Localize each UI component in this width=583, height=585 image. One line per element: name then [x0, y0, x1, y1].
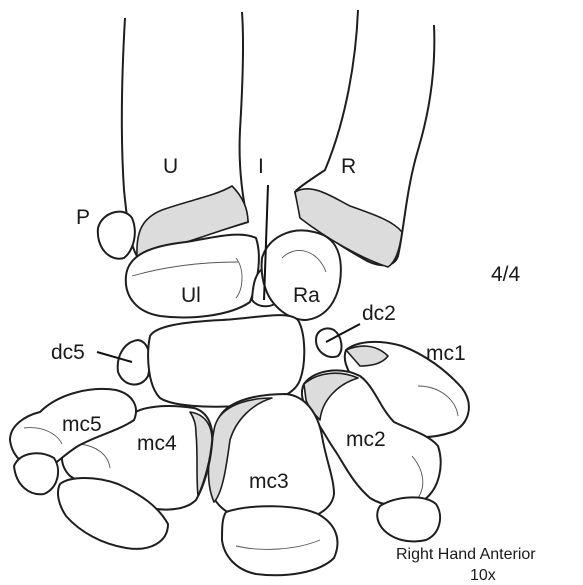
distal-carpal-2-bone	[316, 328, 341, 357]
distal-carpal-5-bone	[118, 340, 150, 385]
caption-magnification: 10x	[470, 567, 496, 584]
label-mc5: mc5	[62, 413, 102, 436]
label-intermedium: I	[258, 155, 264, 178]
label-dc2: dc2	[362, 302, 396, 325]
label-mc1: mc1	[426, 342, 466, 365]
metacarpal-2-head	[377, 497, 440, 541]
label-mc2: mc2	[346, 428, 386, 451]
pisiform-bone	[98, 212, 135, 259]
label-mc4: mc4	[137, 432, 177, 455]
label-ulna: U	[163, 155, 178, 178]
caption-view: Right Hand Anterior	[396, 546, 536, 563]
label-ulnare: Ul	[181, 284, 201, 307]
label-radiale: Ra	[293, 284, 320, 307]
label-dc5: dc5	[51, 341, 85, 364]
label-pisiform: P	[76, 206, 90, 229]
central-carpal-bone	[148, 315, 304, 407]
label-radius: R	[341, 155, 356, 178]
label-stage: 4/4	[491, 263, 521, 286]
metacarpal-3-head	[222, 506, 337, 575]
label-mc3: mc3	[249, 470, 289, 493]
metacarpal-5-head	[14, 453, 58, 494]
